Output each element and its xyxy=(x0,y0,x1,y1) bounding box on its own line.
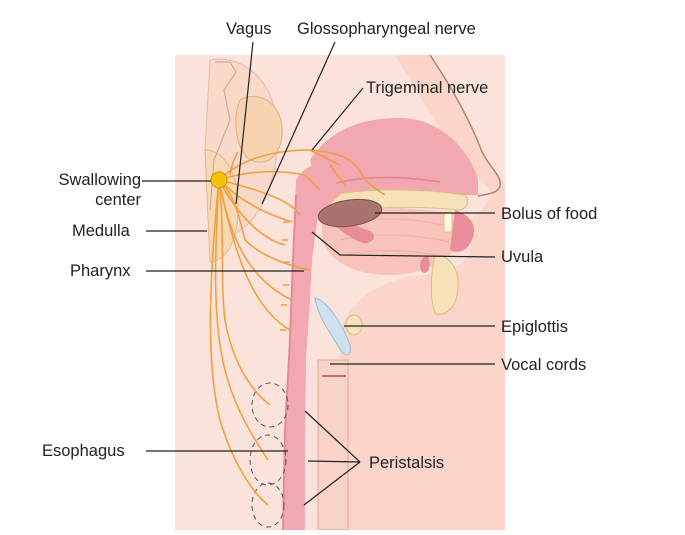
swallowing-center-dot xyxy=(210,171,228,189)
teeth xyxy=(443,211,453,233)
skull-outline xyxy=(209,61,237,211)
nose-outline xyxy=(429,54,501,197)
uvula-label: Uvula xyxy=(501,248,544,266)
trigeminal-nerve-label: Trigeminal nerve xyxy=(366,79,489,97)
bolus-of-food-label: Bolus of food xyxy=(501,205,598,223)
vagus-label: Vagus xyxy=(226,20,272,38)
bolus-of-food xyxy=(317,198,383,228)
epiglottis-shape xyxy=(314,297,351,356)
peristalsis-ring xyxy=(249,434,287,486)
trachea xyxy=(317,359,349,531)
uvula-leader xyxy=(311,231,496,258)
nerve-endings xyxy=(280,221,290,331)
jaw-bone xyxy=(430,254,459,315)
esophagus-label: Esophagus xyxy=(42,442,125,460)
trigeminal-leader xyxy=(311,87,364,151)
esophagus-wall xyxy=(282,194,297,531)
nerve-network xyxy=(209,149,386,506)
peristalsis-leader-mid xyxy=(307,460,361,463)
peristalsis-leader-lower xyxy=(303,461,361,506)
medulla-label: Medulla xyxy=(72,222,130,240)
swallowing-center-label-line1: Swallowing xyxy=(58,171,141,189)
cerebellum xyxy=(235,95,283,163)
face-profile xyxy=(340,55,505,530)
glossopharyngeal-leader xyxy=(261,41,336,205)
peristalsis-leader-upper xyxy=(304,410,361,463)
nasal-cavity xyxy=(310,118,478,195)
glossopharyngeal-nerve-label: Glossopharyngeal nerve xyxy=(297,20,476,38)
vocal-cords-label: Vocal cords xyxy=(501,356,587,374)
peristalsis-ring xyxy=(251,382,289,428)
lips xyxy=(450,210,475,252)
nasal-turbinates xyxy=(329,176,441,186)
swallowing-center-label-line2: center xyxy=(95,191,141,209)
pharynx-label: Pharynx xyxy=(70,262,131,280)
pharynx xyxy=(283,163,340,530)
epiglottis-label: Epiglottis xyxy=(501,318,568,336)
hyoid-bone xyxy=(345,314,363,336)
leader-lines xyxy=(142,41,496,506)
peristalsis-ring xyxy=(251,482,285,528)
vagus-leader xyxy=(235,41,254,205)
uvula-shape xyxy=(420,255,430,273)
peristalsis-label: Peristalsis xyxy=(369,454,445,472)
